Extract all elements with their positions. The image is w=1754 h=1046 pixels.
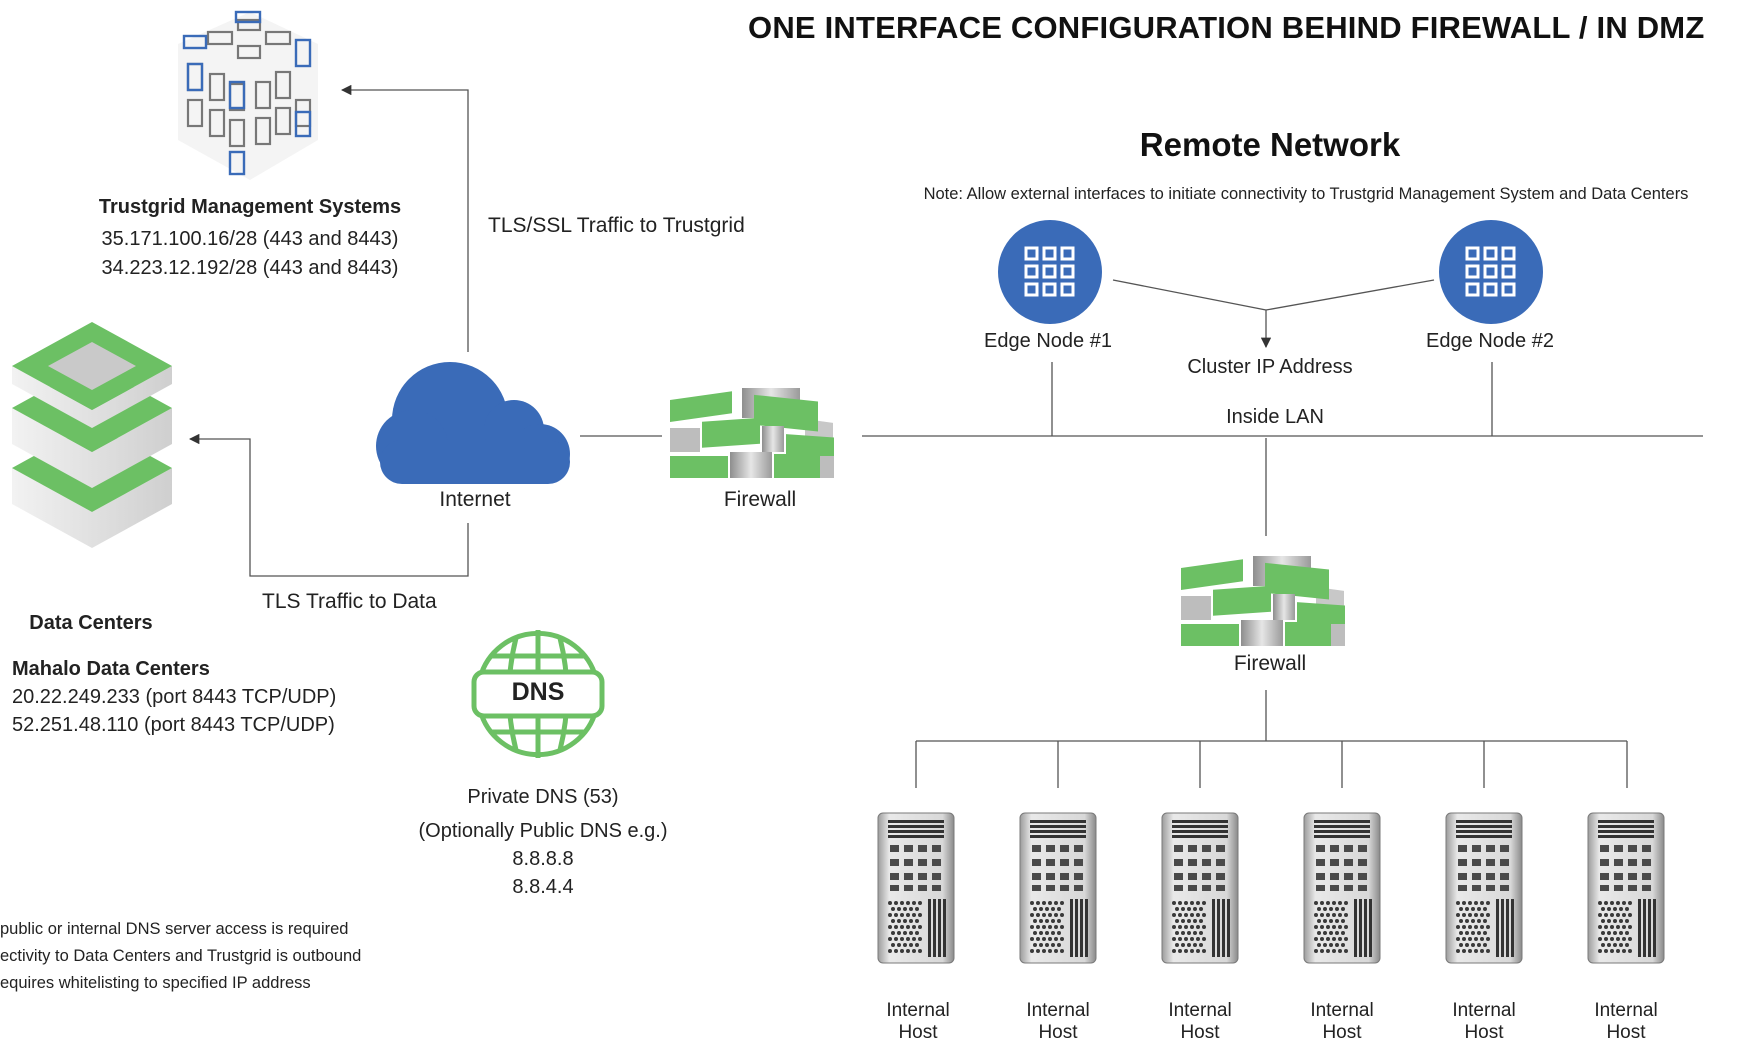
- data-centers-title: Data Centers: [29, 612, 153, 634]
- internet-cloud-icon: [376, 362, 570, 484]
- edge-node-2-icon: [1437, 218, 1545, 326]
- internal-host-1-label-bottom: Host: [898, 1022, 938, 1043]
- internal-host-3-label-bottom: Host: [1180, 1022, 1220, 1043]
- data-center-line-1: 20.22.249.233 (port 8443 TCP/UDP): [12, 686, 337, 708]
- dns-line-3: 8.8.8.8: [512, 848, 574, 870]
- inner-firewall-icon: [1181, 556, 1345, 646]
- tls-data-connector: [188, 433, 469, 577]
- internal-host-6-label-top: Internal: [1594, 1000, 1658, 1021]
- remote-network-note: Note: Allow external interfaces to initi…: [923, 185, 1689, 203]
- internal-host-2-label-bottom: Host: [1038, 1022, 1078, 1043]
- data-centers-subtitle: Mahalo Data Centers: [12, 658, 210, 680]
- remote-network-heading: Remote Network: [1139, 126, 1401, 163]
- tls-ssl-connector: [340, 84, 469, 352]
- internet-label: Internet: [439, 488, 511, 511]
- page-title: ONE INTERFACE CONFIGURATION BEHIND FIREW…: [748, 10, 1705, 45]
- internal-host-5-icon: [1445, 812, 1523, 964]
- internal-host-6-label-bottom: Host: [1606, 1022, 1646, 1043]
- internal-host-4-label-top: Internal: [1310, 1000, 1374, 1021]
- internal-host-3-icon: [1161, 812, 1239, 964]
- internal-host-1-label-top: Internal: [886, 1000, 950, 1021]
- internal-host-2-icon: [1019, 812, 1097, 964]
- note-line-1: public or internal DNS server access is …: [0, 920, 349, 938]
- inner-firewall-label: Firewall: [1233, 652, 1307, 675]
- inside-lan-label: Inside LAN: [1226, 406, 1324, 428]
- data-center-line-2: 52.251.48.110 (port 8443 TCP/UDP): [12, 714, 335, 736]
- data-center-stack-icon: [12, 322, 172, 548]
- connector-lines: [188, 84, 1703, 788]
- edge-node-1-label: Edge Node #1: [984, 330, 1112, 352]
- dns-globe-icon: [471, 630, 605, 758]
- dns-icon-text: DNS: [511, 678, 565, 706]
- dns-line-4: 8.8.4.4: [512, 876, 574, 898]
- management-line-2: 34.223.12.192/28 (443 and 8443): [101, 257, 399, 279]
- management-title: Trustgrid Management Systems: [98, 196, 402, 218]
- internal-host-1-icon: [877, 812, 955, 964]
- note-line-2: ectivity to Data Centers and Trustgrid i…: [0, 947, 362, 965]
- internal-host-6-icon: [1587, 812, 1665, 964]
- edge-node-1-icon: [996, 218, 1104, 326]
- outer-firewall-icon: [670, 388, 834, 478]
- management-line-1: 35.171.100.16/28 (443 and 8443): [101, 228, 399, 250]
- internal-host-4-label-bottom: Host: [1322, 1022, 1362, 1043]
- internal-host-2-label-top: Internal: [1026, 1000, 1090, 1021]
- tls-ssl-label: TLS/SSL Traffic to Trustgrid: [488, 214, 745, 237]
- note-line-3: equires whitelisting to specified IP add…: [0, 974, 311, 992]
- outer-firewall-label: Firewall: [723, 488, 797, 511]
- tls-data-label: TLS Traffic to Data: [262, 590, 437, 613]
- trustgrid-cube-icon: [178, 10, 318, 180]
- internal-host-4-icon: [1303, 812, 1381, 964]
- dns-line-2: (Optionally Public DNS e.g.): [418, 820, 668, 842]
- edge-node-2-label: Edge Node #2: [1426, 330, 1554, 352]
- internal-host-5-label-top: Internal: [1452, 1000, 1516, 1021]
- internal-host-5-label-bottom: Host: [1464, 1022, 1504, 1043]
- internal-host-3-label-top: Internal: [1168, 1000, 1232, 1021]
- cluster-ip-label: Cluster IP Address: [1187, 356, 1353, 378]
- dns-line-1: Private DNS (53): [467, 786, 619, 808]
